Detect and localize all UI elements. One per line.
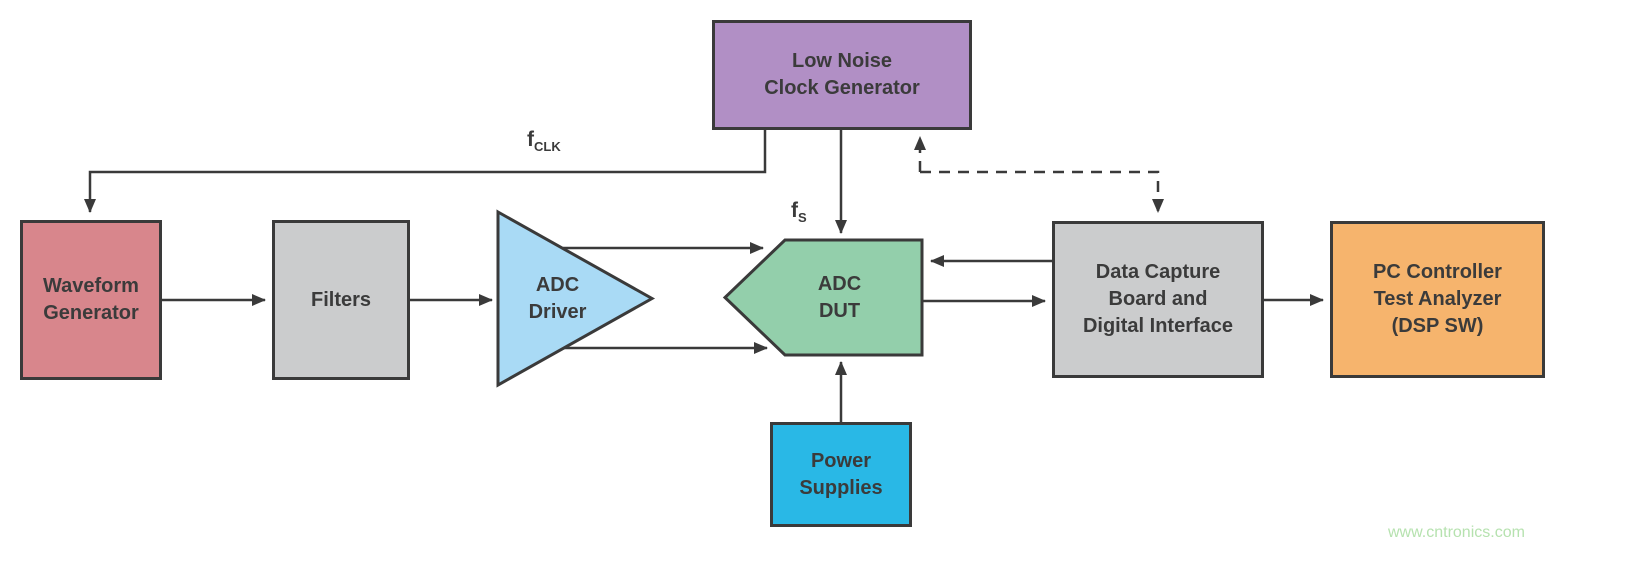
- watermark-text: www.cntronics.com: [1388, 524, 1525, 541]
- fclk-base: f: [527, 128, 534, 151]
- pc-controller-label: PC Controller Test Analyzer (DSP SW): [1373, 261, 1502, 337]
- block-filters: Filters: [272, 220, 410, 380]
- fs-subscript: S: [798, 210, 807, 226]
- fclk-connector: [84, 130, 767, 213]
- data-capture-label: Data Capture Board and Digital Interface: [1082, 261, 1234, 337]
- fs-signal-label: fS: [791, 199, 807, 225]
- fclk-subscript: CLK: [534, 139, 561, 155]
- fclk-signal-label: fCLK: [527, 128, 561, 154]
- feedback-dashed-right: [920, 170, 1164, 213]
- power-supplies-label: Power Supplies: [799, 449, 883, 499]
- block-waveform-generator: Waveform Generator: [20, 220, 162, 380]
- block-power-supplies: Power Supplies: [770, 422, 912, 527]
- adc-dut-shape: [722, 238, 924, 357]
- filters-label: Filters: [310, 288, 372, 311]
- clock-generator-label: Low Noise Clock Generator: [764, 50, 920, 99]
- block-pc-controller: PC Controller Test Analyzer (DSP SW): [1330, 221, 1545, 378]
- fs-base: f: [791, 199, 798, 222]
- adc-driver-shape: [496, 209, 656, 388]
- waveform-generator-label: Waveform Generator: [43, 275, 139, 324]
- block-low-noise-clock-generator: Low Noise Clock Generator: [712, 20, 972, 130]
- block-data-capture-board: Data Capture Board and Digital Interface: [1052, 221, 1264, 378]
